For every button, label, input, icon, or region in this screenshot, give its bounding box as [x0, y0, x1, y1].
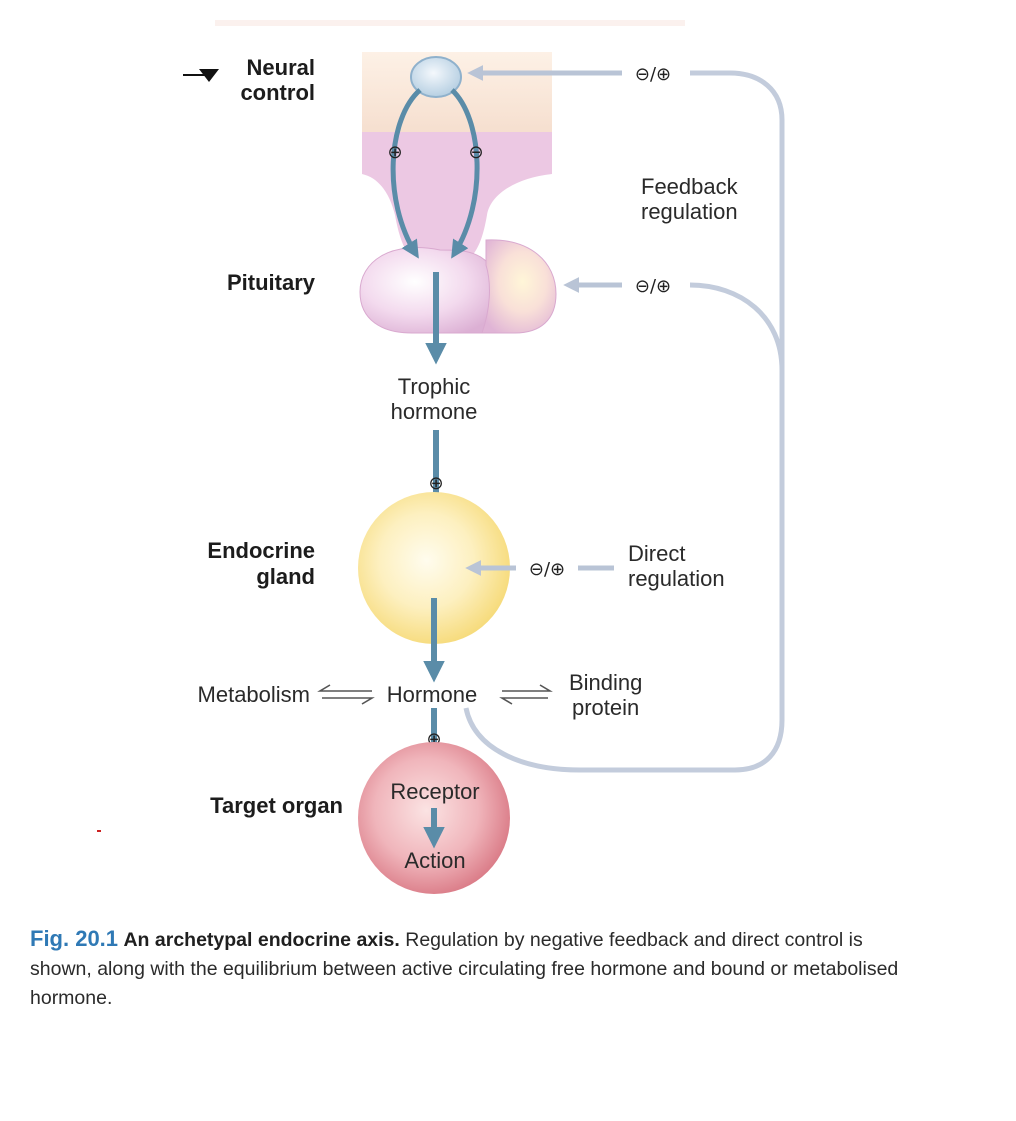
endocrine-gland-circle: [358, 492, 510, 644]
stimulatory-arrow-left: [390, 88, 422, 259]
figure-caption: Fig. 20.1 An archetypal endocrine axis. …: [30, 924, 910, 1013]
feedback-regulation-label-1: Feedback: [641, 174, 739, 199]
trophic-hormone-label-1: Trophic: [398, 374, 471, 399]
top-band: [215, 20, 685, 26]
direct-regulation-label-2: regulation: [628, 566, 725, 591]
binding-protein-label-1: Binding: [569, 670, 642, 695]
figure-number: Fig. 20.1: [30, 926, 119, 951]
neural-pointer-arrowhead-icon: [199, 69, 219, 82]
inhibitory-arrow-right: [450, 88, 480, 259]
receptor-label: Receptor: [390, 779, 479, 804]
feedback-sign-mid-bg: [622, 274, 684, 298]
figure-caption-text: Regulation by negative feedback and dire…: [30, 929, 899, 1009]
pituitary-label: Pituitary: [227, 270, 316, 295]
endocrine-gland-label-1: Endocrine: [207, 538, 315, 563]
trophic-hormone-label-2: hormone: [391, 399, 478, 424]
binding-equilibrium-icon: [499, 684, 553, 705]
direct-regulation-sign: ⊖/⊕: [529, 559, 565, 580]
plus-sign-neural: ⊕: [387, 142, 402, 163]
neural-control-label-1: Neural: [247, 55, 315, 80]
posterior-pituitary: [481, 239, 557, 334]
feedback-loop-line: [463, 70, 785, 773]
neuron-cell-icon: [410, 56, 462, 98]
feedback-regulation-label-2: regulation: [641, 199, 738, 224]
feedback-sign-top: ⊖/⊕: [635, 64, 671, 85]
direct-regulation-label-1: Direct: [628, 541, 685, 566]
endocrine-gland-label-2: gland: [256, 564, 315, 589]
binding-protein-label-2: protein: [572, 695, 639, 720]
action-label: Action: [404, 848, 465, 873]
metabolism-label: Metabolism: [198, 682, 310, 707]
pituitary-stalk: [362, 166, 552, 258]
figure-title: An archetypal endocrine axis.: [123, 929, 400, 951]
stray-mark: [97, 830, 101, 832]
metabolism-equilibrium-icon: [317, 684, 375, 705]
hormone-label: Hormone: [387, 682, 477, 707]
anterior-pituitary: [359, 247, 498, 334]
target-organ-label: Target organ: [210, 793, 343, 818]
feedback-sign-top-bg: [622, 62, 684, 86]
direct-sign-bg: [516, 556, 578, 580]
minus-sign-neural: ⊖: [468, 142, 483, 163]
plus-sign-trophic: ⊕: [428, 473, 443, 494]
feedback-sign-mid: ⊖/⊕: [635, 276, 671, 297]
neural-control-label-2: control: [240, 80, 315, 105]
feedback-branch-line: [689, 282, 785, 371]
